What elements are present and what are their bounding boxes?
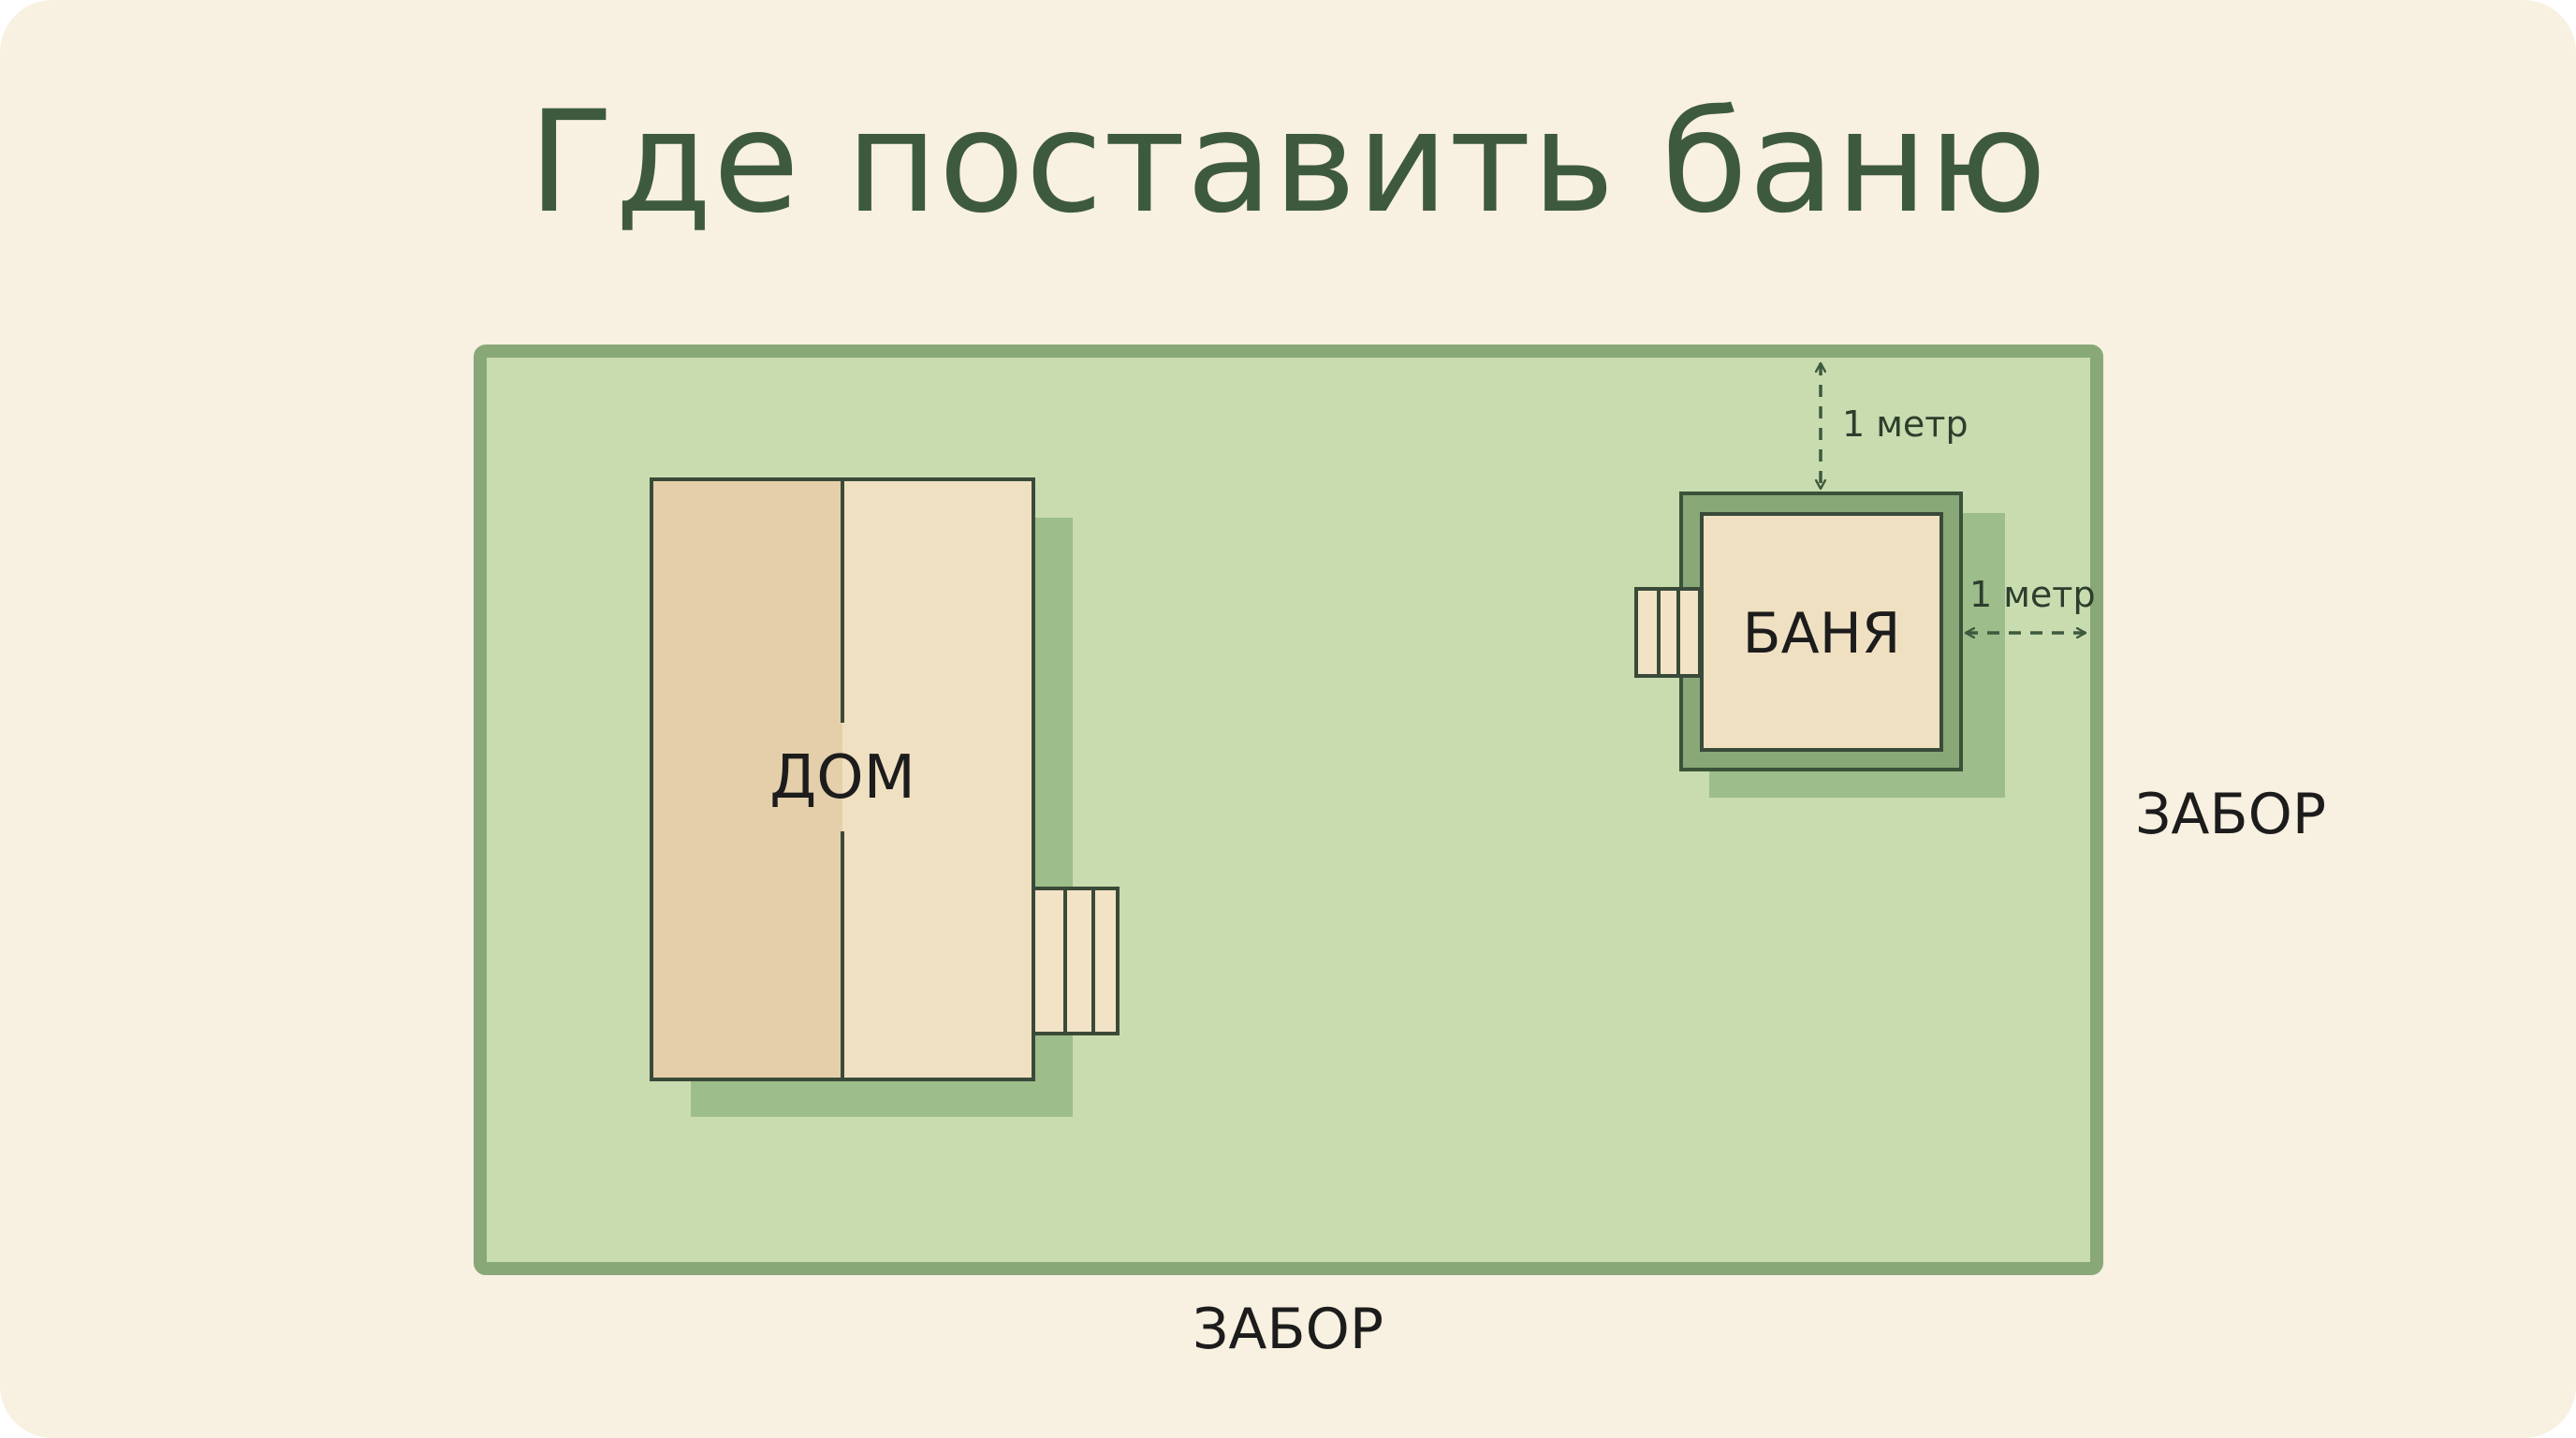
- house-roof-right: [842, 479, 1033, 1079]
- banya-label: БАНЯ: [1742, 601, 1900, 667]
- house: ДОМ: [650, 477, 1120, 1117]
- distance-right-label: 1 метр: [1969, 574, 2096, 615]
- page-title: Где поставить баню: [528, 81, 2048, 244]
- banya: БАНЯ: [1634, 492, 2005, 798]
- banya-interior: [1700, 512, 1943, 752]
- fence-label-right: ЗАБОР: [2135, 782, 2326, 847]
- distance-top-label: 1 метр: [1842, 404, 1969, 445]
- fence-label-bottom: ЗАБОР: [1193, 1297, 1383, 1362]
- house-label: ДОМ: [769, 743, 915, 813]
- house-porch: [1032, 887, 1120, 1035]
- house-roof-left: [651, 479, 842, 1079]
- banya-porch: [1634, 587, 1702, 678]
